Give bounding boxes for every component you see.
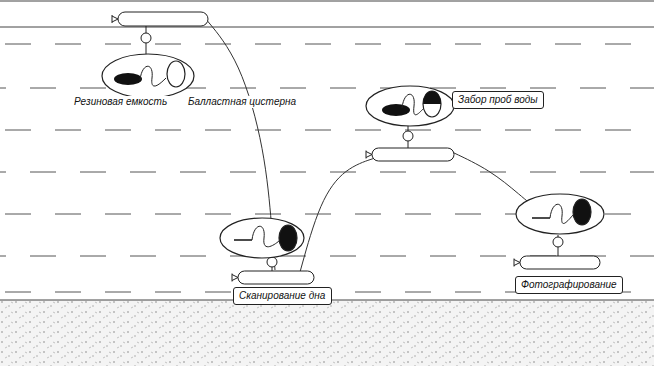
caption-box: Забор проб воды (452, 91, 544, 109)
vehicle (232, 271, 314, 284)
pipe (252, 226, 280, 247)
trajectory (205, 18, 540, 272)
vehicle-hull (238, 271, 314, 284)
mount-joint (267, 257, 277, 267)
water-dash (0, 88, 654, 89)
propeller (232, 274, 238, 282)
node-text: Забор проб воды (458, 94, 538, 106)
vehicle-hull (520, 256, 600, 269)
rubber-bladder (382, 104, 410, 116)
seabed (0, 300, 654, 366)
pipe (140, 66, 166, 86)
rubber-bladder (114, 73, 142, 85)
vehicle (112, 12, 208, 26)
vehicle (366, 148, 454, 161)
caption-box: Фотографирование (515, 276, 623, 294)
water-surface (0, 27, 654, 28)
water-dash (5, 130, 654, 131)
rubber-bladder (532, 217, 550, 219)
vehicle-hull (372, 148, 454, 161)
part-label: Балластная цистерна (186, 96, 298, 108)
state-bubble (102, 54, 194, 98)
propeller (112, 15, 118, 23)
mount-joint (553, 237, 563, 247)
water (0, 44, 654, 292)
state-bubble (220, 218, 304, 258)
propeller (366, 151, 372, 159)
frame-line (0, 1, 654, 2)
ballast-water (423, 91, 441, 104)
water-dash (0, 172, 654, 173)
node-text: Фотографирование (521, 279, 617, 291)
state-bubble (516, 194, 604, 234)
rubber-bladder (234, 239, 252, 241)
state-bubble (366, 86, 454, 126)
mount-joint (403, 131, 413, 141)
trajectory-line (300, 158, 375, 272)
vehicle-hull (118, 12, 208, 26)
caption-box: Сканирование дна (233, 287, 332, 305)
part-label: Резиновая емкость (72, 96, 169, 108)
node-text: Сканирование дна (239, 290, 326, 302)
pipe (550, 204, 574, 223)
vehicle (514, 256, 600, 269)
ballast-tank (279, 225, 297, 251)
water-dash (5, 44, 654, 45)
pipe (402, 94, 424, 115)
ballast-tank (573, 199, 591, 225)
vehicles (102, 12, 604, 284)
ballast-tank (167, 61, 185, 87)
mount-joint (141, 33, 151, 43)
ballast-tank (423, 91, 441, 117)
propeller (514, 259, 520, 267)
